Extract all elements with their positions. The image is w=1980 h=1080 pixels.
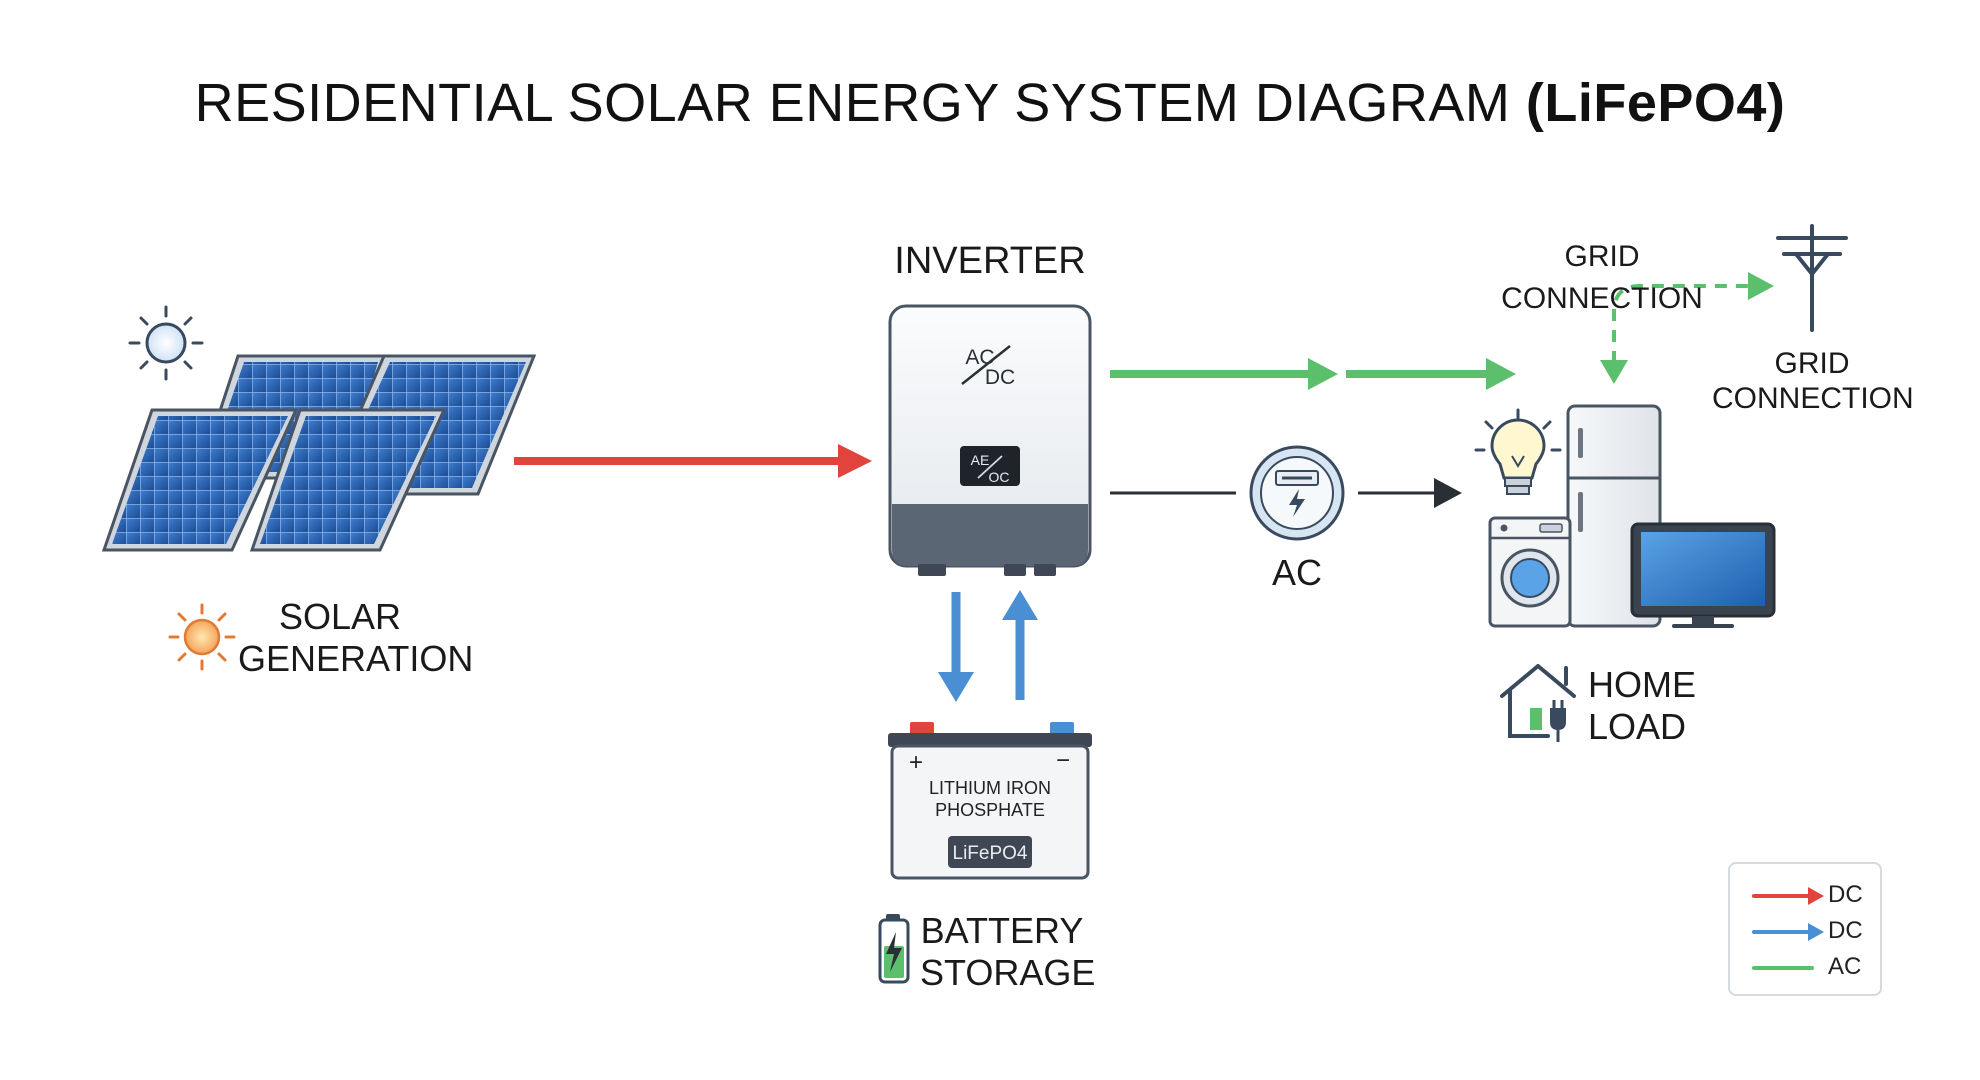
home-plug-icon: [1500, 664, 1576, 742]
solar-generation-label: SOLAR GENERATION: [238, 596, 474, 680]
meter-label: AC: [1271, 552, 1322, 593]
home-label-line2: LOAD: [1588, 706, 1687, 747]
grid-label-line1: GRID: [1774, 347, 1850, 380]
washing-machine-icon: [1488, 516, 1572, 628]
legend-item-dc-solar: DC: [1730, 880, 1884, 910]
solar-label-line2: GENERATION: [238, 638, 474, 679]
home-load-label: HOME LOAD: [1588, 664, 1698, 748]
battery-label-line1: BATTERY: [920, 910, 1084, 951]
battery-label-line2: STORAGE: [920, 952, 1096, 993]
inverter-heading: INVERTER: [894, 240, 1086, 282]
light-bulb-icon: [1474, 408, 1562, 495]
inverter-mark-dc: DC: [985, 366, 1015, 389]
legend-arrow-head: [1808, 887, 1824, 905]
sun-orange-icon: [168, 603, 236, 671]
battery-unit: [888, 722, 1092, 880]
ac-arrow-inverter-to-load-2: [1346, 358, 1516, 390]
legend: DC DC AC: [1728, 862, 1882, 996]
legend-label: DC: [1828, 917, 1863, 944]
tv-icon: [1630, 522, 1776, 628]
battery-minus: −: [1056, 747, 1070, 774]
title-main: RESIDENTIAL SOLAR ENERGY SYSTEM DIAGRAM: [194, 73, 1511, 133]
diagram-title: RESIDENTIAL SOLAR ENERGY SYSTEM DIAGRAM …: [0, 72, 1980, 134]
legend-swatch: [1752, 966, 1814, 970]
battery-badge: LiFePO4: [953, 843, 1028, 864]
ac-arrow-inverter-to-load-1: [1110, 358, 1338, 390]
legend-arrow-head: [1808, 923, 1824, 941]
legend-label: AC: [1828, 953, 1862, 980]
battery-text-line2: PHOSPHATE: [935, 800, 1045, 820]
solar-panels: [101, 354, 537, 552]
sun-icon: [128, 305, 204, 381]
grid-dashed-connection: [1600, 272, 1774, 384]
legend-label: DC: [1828, 881, 1863, 908]
battery-charging-icon: [878, 914, 910, 984]
battery-plus: +: [909, 749, 923, 776]
solar-panel: [101, 408, 299, 552]
solar-panel: [249, 408, 447, 552]
ac-line-to-meter: [1110, 478, 1462, 508]
grid-connection-heading: GRID CONNECTION: [1501, 240, 1703, 315]
dc-arrow-solar-to-inverter: [514, 444, 872, 478]
dc-arrow-inverter-to-battery: [938, 592, 974, 702]
grid-label-line2: CONNECTION: [1712, 382, 1914, 415]
inverter-mark-ac: AC: [965, 346, 994, 369]
dc-arrow-battery-to-inverter: [1002, 590, 1038, 700]
inverter-display-bottom: OC: [989, 469, 1010, 485]
legend-swatch: [1752, 930, 1812, 934]
inverter-display-top: AE: [971, 452, 990, 468]
battery-storage-label: BATTERY STORAGE: [920, 910, 1096, 994]
grid-connection-label: GRID CONNECTION: [1712, 346, 1914, 416]
legend-swatch: [1752, 894, 1812, 898]
ac-meter-icon: [1249, 445, 1345, 541]
home-label-line1: HOME: [1588, 664, 1696, 705]
battery-text-line1: LITHIUM IRON: [929, 778, 1051, 798]
inverter-unit: [888, 304, 1092, 576]
utility-pole-icon: [1776, 224, 1848, 332]
legend-item-dc-battery: DC: [1730, 916, 1884, 946]
solar-label-line1: SOLAR: [278, 596, 402, 637]
title-suffix: (LiFePO4): [1525, 73, 1786, 133]
legend-item-ac: AC: [1730, 952, 1884, 982]
